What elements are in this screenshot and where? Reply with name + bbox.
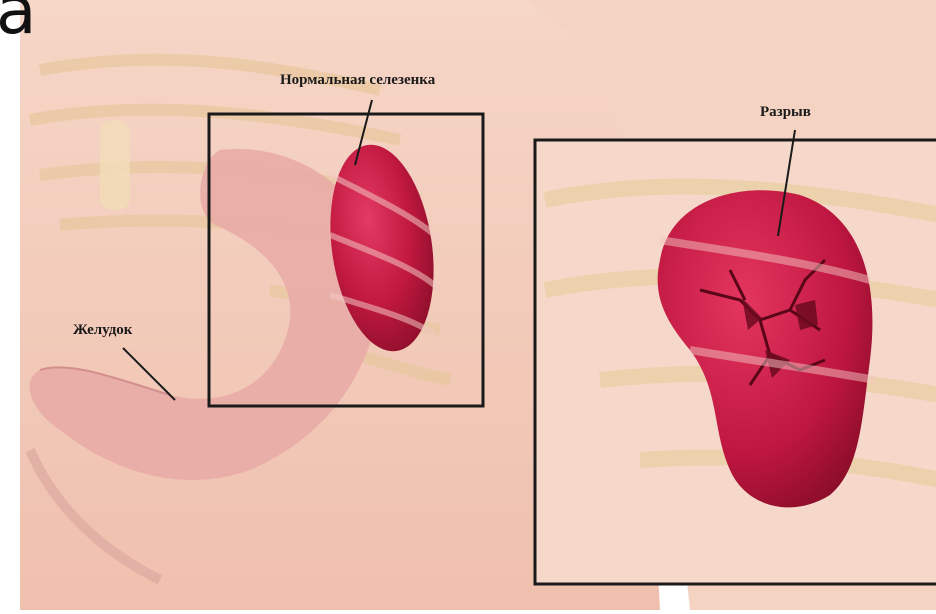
sternum bbox=[100, 120, 130, 210]
label-normal-spleen: Нормальная селезенка bbox=[280, 72, 435, 89]
zoom-inset bbox=[535, 140, 936, 584]
corner-fragment-text: a bbox=[0, 0, 36, 44]
label-stomach: Желудок bbox=[73, 322, 132, 339]
label-rupture: Разрыв bbox=[760, 104, 811, 121]
